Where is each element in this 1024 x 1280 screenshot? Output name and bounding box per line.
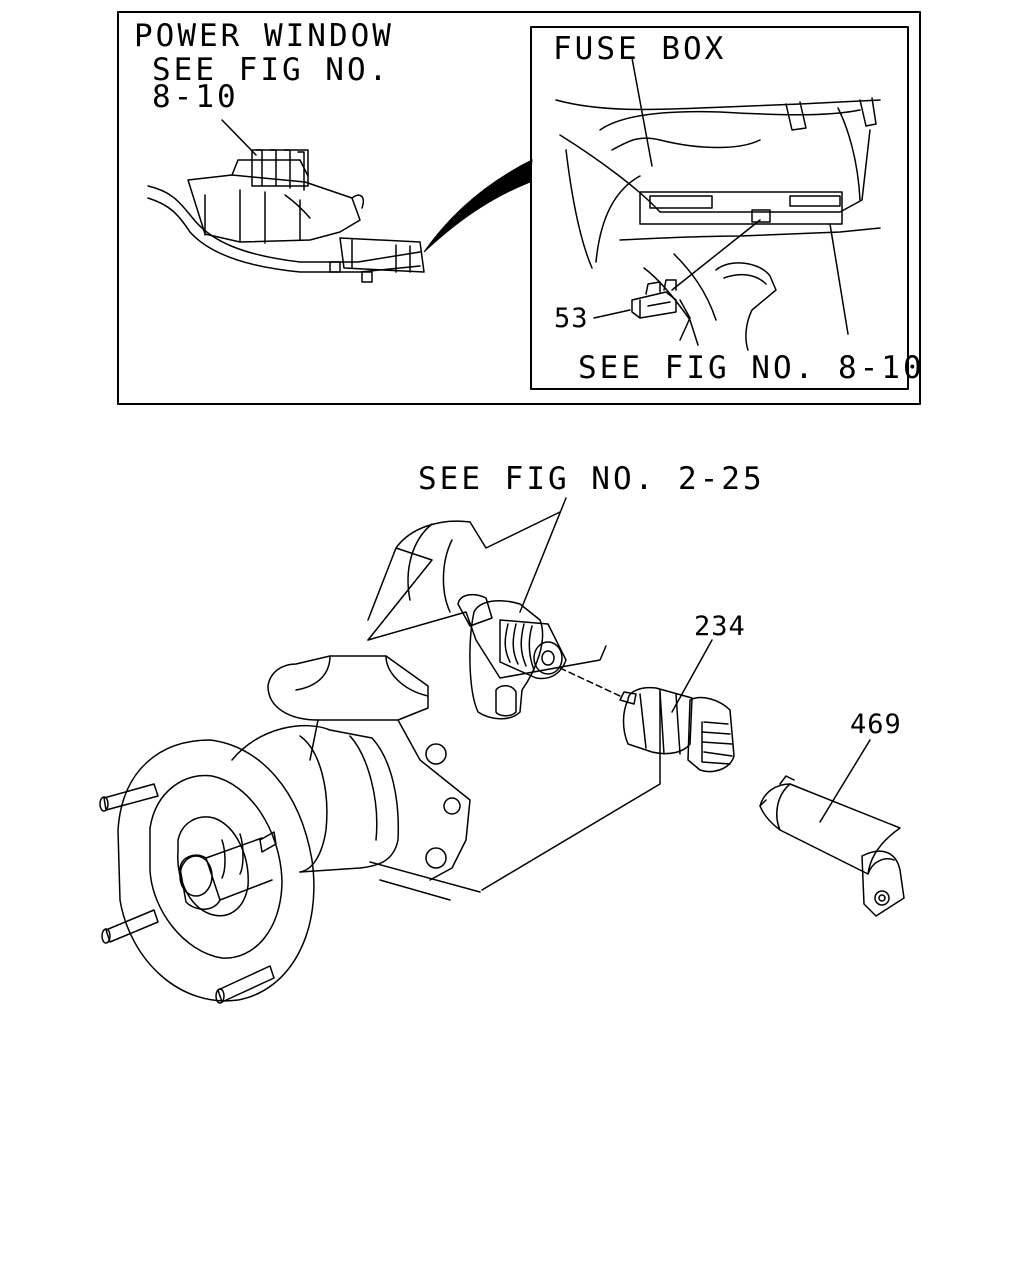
transition-arrow (423, 159, 533, 253)
harness-cover-drawing (759, 775, 905, 917)
fuse-box-drawing (555, 57, 881, 351)
fuse-box-ref: SEE FIG NO. 8-10 (578, 350, 925, 386)
power-window-ref-line1: SEE FIG NO. (152, 52, 390, 88)
pressure-switch-drawing (619, 686, 735, 773)
inset-outer-frame (117, 11, 921, 405)
callout-53: 53 (554, 303, 589, 334)
leader-469 (819, 739, 871, 823)
fuse-box-frame (530, 26, 909, 390)
power-window-title: POWER WINDOW (134, 18, 394, 54)
inset-panel: POWER WINDOW SEE FIG NO. 8-10 FUSE BOX S… (117, 11, 925, 405)
power-window-connector-drawing (147, 119, 425, 283)
leader-top-ref (519, 497, 567, 613)
power-window-ref-line2: 8-10 (152, 79, 239, 115)
callout-234: 234 (694, 611, 746, 642)
leader-234 (671, 639, 713, 713)
callout-469: 469 (850, 709, 902, 740)
fuse-box-title: FUSE BOX (553, 31, 726, 67)
top-ref-label: SEE FIG NO. 2-25 (418, 461, 765, 497)
transmission-assembly-drawing (99, 511, 661, 1004)
